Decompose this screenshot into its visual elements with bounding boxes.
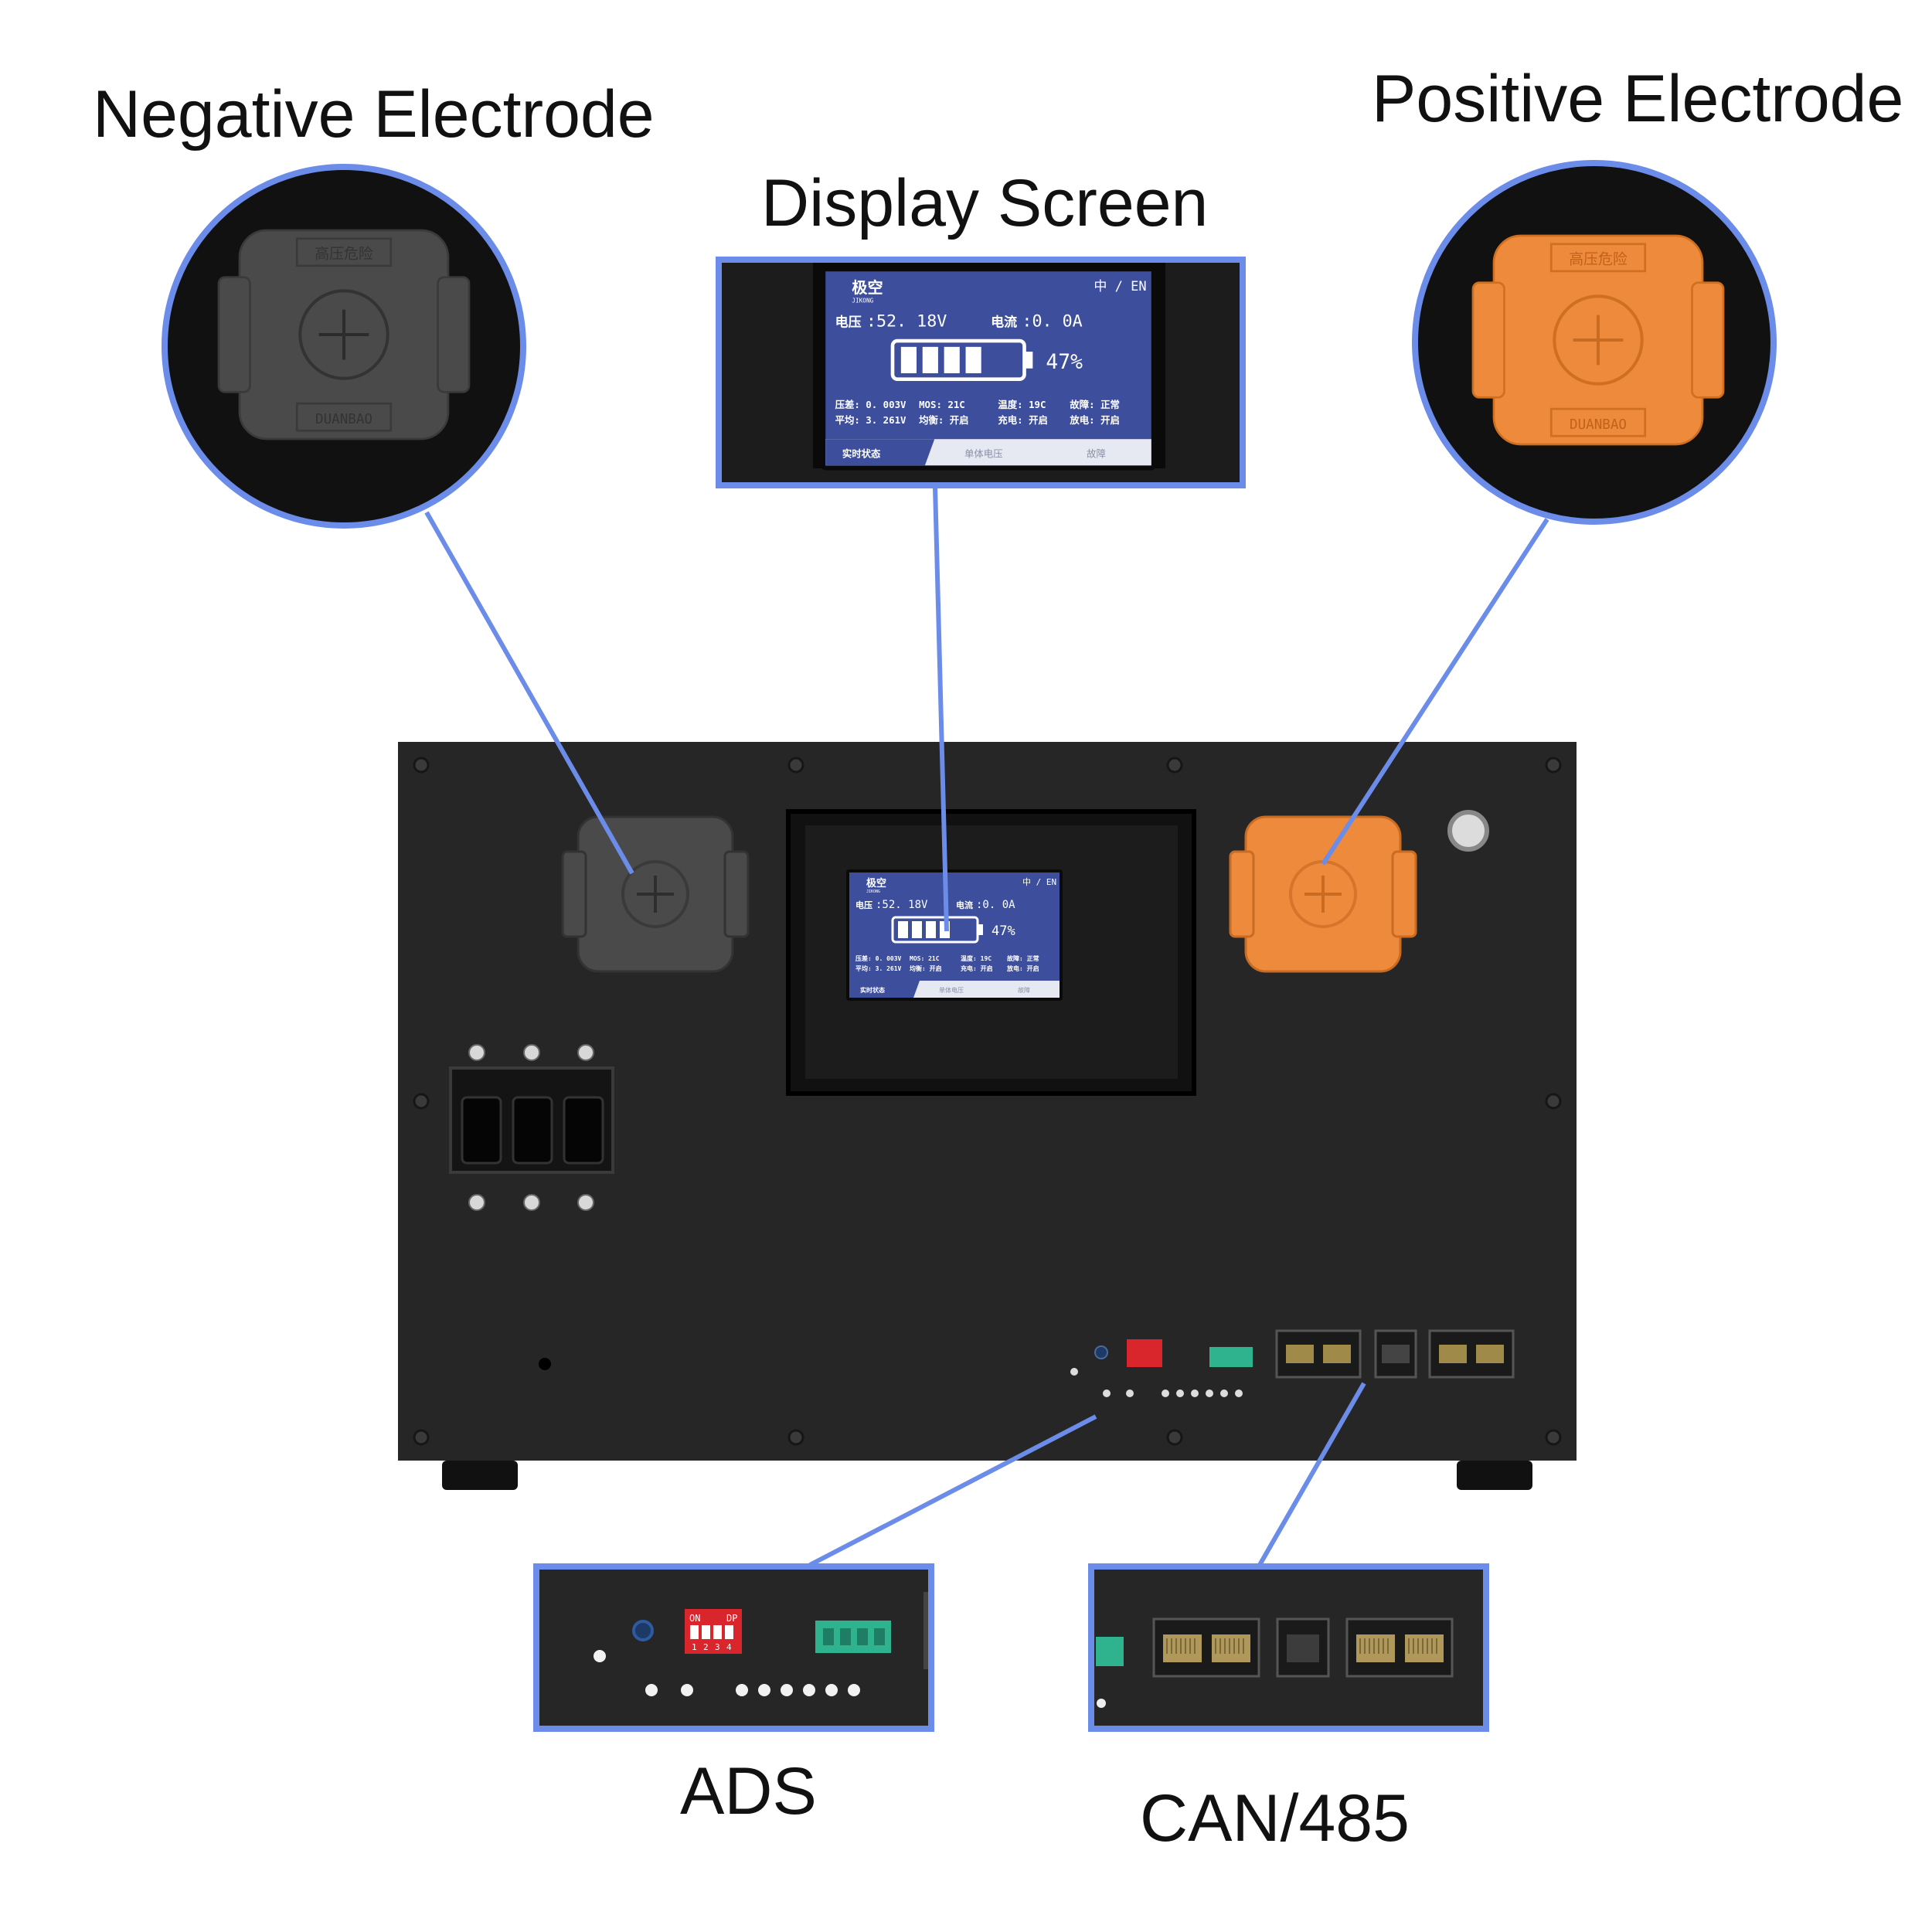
can-485-zoom <box>1088 1563 1489 1732</box>
current-value: :0. 0A <box>976 899 1015 911</box>
battery-bar <box>912 921 922 938</box>
status-row1-item: MOS: 21C <box>919 399 965 410</box>
positive-electrode-zoom: 高压危险 DUANBAO <box>1412 160 1777 525</box>
dip-num-4: 4 <box>726 1642 732 1652</box>
screen-brand: 极空 <box>866 877 886 889</box>
negative-terminal[interactable] <box>561 815 750 973</box>
soc-percentage: 47% <box>992 923 1015 939</box>
status-row2-item: 平均: 3. 261V <box>855 964 902 972</box>
battery-bar <box>944 346 960 373</box>
dip-dp-label: DP <box>726 1613 737 1624</box>
screen-background <box>849 872 1060 998</box>
voltage-label: 电压 <box>835 315 862 331</box>
status-row1-item: 压差: 0. 003V <box>855 954 902 962</box>
status-row2-item: 放电: 开启 <box>1006 964 1039 972</box>
battery-bar <box>922 346 938 373</box>
terminal-bottom-text: DUANBAO <box>315 412 372 427</box>
battery-icon-outline <box>890 338 1026 382</box>
screen-background <box>825 271 1151 466</box>
status-row1-item: 故障: 正常 <box>1070 399 1119 410</box>
negative-electrode-zoom: 高压危险 DUANBAO <box>162 164 526 529</box>
terminal-top-text: 高压危险 <box>315 245 373 262</box>
screen-language-toggle: 中 / EN <box>1094 279 1146 294</box>
status-row1-item: MOS: 21C <box>910 955 940 962</box>
status-row2-item: 均衡: 开启 <box>919 414 968 426</box>
dip-on-label: ON <box>689 1613 700 1624</box>
status-row2-item: 充电: 开启 <box>961 964 993 972</box>
can-485-label: CAN/485 <box>1140 1781 1410 1855</box>
status-row2-item: 充电: 开启 <box>998 414 1047 426</box>
status-row1-item: 温度: 19C <box>998 399 1046 410</box>
can-485-ports[interactable] <box>1275 1329 1515 1379</box>
battery-icon-tip <box>978 924 983 935</box>
screen-brand: 极空 <box>852 278 883 297</box>
ads-panel[interactable] <box>1070 1339 1253 1397</box>
terminal-bottom-text-pos: DUANBAO <box>1570 417 1627 433</box>
dip-num-3: 3 <box>715 1642 720 1652</box>
status-row2-item: 放电: 开启 <box>1069 414 1119 426</box>
soc-percentage: 47% <box>1046 351 1083 374</box>
battery-icon-outline <box>891 916 979 944</box>
circuit-breaker[interactable] <box>449 1044 614 1211</box>
current-value: :0. 0A <box>1022 312 1082 332</box>
tab-fault: 故障 <box>1018 986 1030 994</box>
status-row1-item: 压差: 0. 003V <box>835 399 906 410</box>
voltage-label: 电压 <box>855 900 872 910</box>
terminal-top-text-pos: 高压危险 <box>1569 250 1628 267</box>
active-tab-shape <box>825 439 935 466</box>
status-row1-item: 温度: 19C <box>961 954 992 962</box>
positive-electrode-label: Positive Electrode <box>1372 62 1904 136</box>
current-label: 电流 <box>991 315 1017 331</box>
status-row2-item: 平均: 3. 261V <box>835 414 906 426</box>
tab-realtime-status: 实时状态 <box>860 986 885 994</box>
screen-brand-sub: JIKONG <box>852 298 873 304</box>
battery-bar <box>965 346 981 373</box>
active-tab-shape <box>849 981 920 998</box>
tab-cell-voltage: 单体电压 <box>939 986 964 994</box>
voltage-value: :52. 18V <box>876 899 928 911</box>
positive-terminal[interactable] <box>1229 815 1417 973</box>
battery-icon-tip <box>1026 352 1033 369</box>
tab-cell-voltage: 单体电压 <box>964 447 1003 459</box>
battery-bar <box>900 346 917 373</box>
power-button[interactable] <box>1447 810 1489 852</box>
battery-bar <box>898 921 908 938</box>
dip-num-1: 1 <box>692 1642 697 1652</box>
status-row1-item: 故障: 正常 <box>1007 954 1039 962</box>
voltage-value: :52. 18V <box>866 312 947 332</box>
display-screen-label: Display Screen <box>761 166 1209 240</box>
ads-label: ADS <box>680 1754 817 1828</box>
tab-fault: 故障 <box>1087 447 1106 459</box>
ads-zoom: ON DP 1 2 3 4 <box>533 1563 934 1732</box>
negative-electrode-label: Negative Electrode <box>93 77 655 151</box>
battery-bar <box>926 921 936 938</box>
tab-realtime-status: 实时状态 <box>842 447 881 459</box>
screen-brand-sub: JIKONG <box>866 889 880 894</box>
status-row2-item: 均衡: 开启 <box>910 964 942 972</box>
current-label: 电流 <box>956 900 973 910</box>
screen-language-toggle: 中 / EN <box>1022 877 1056 887</box>
dip-num-2: 2 <box>703 1642 709 1652</box>
